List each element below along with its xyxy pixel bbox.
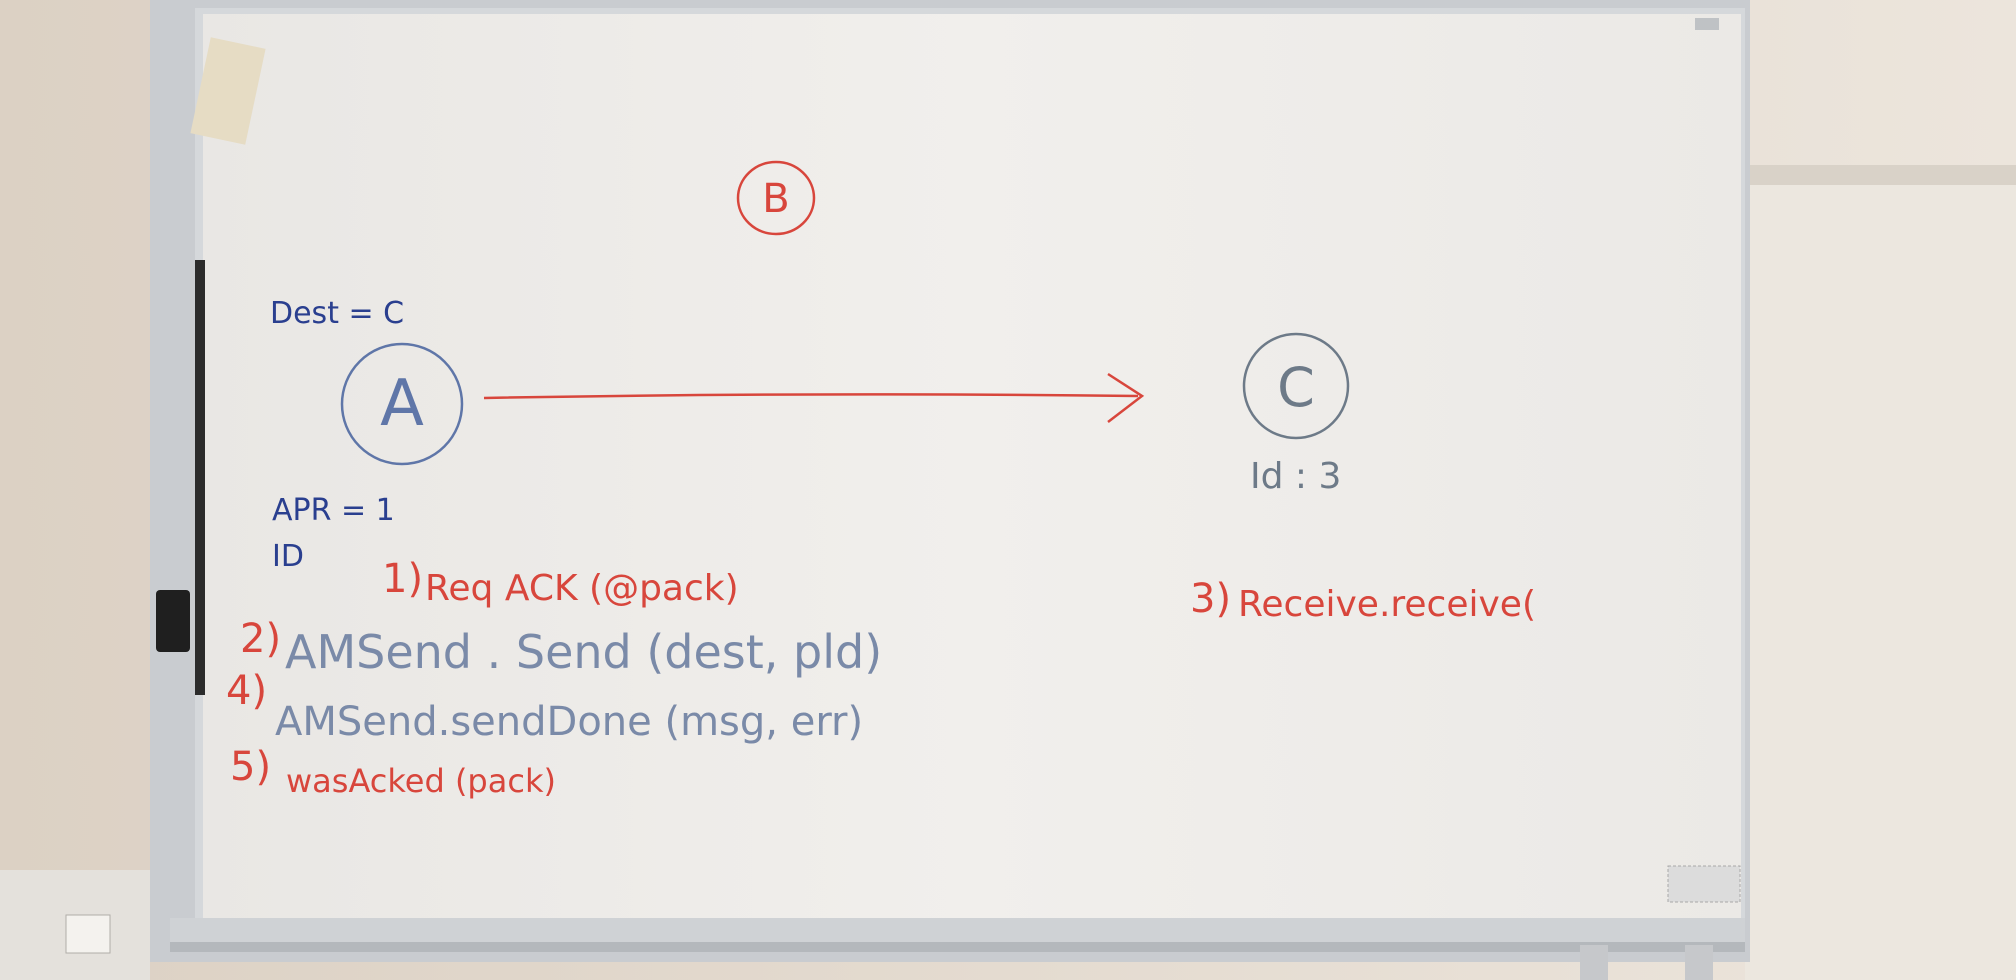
step-3-number: 3) — [1190, 576, 1231, 622]
arrow-shaft — [483, 393, 1139, 400]
arrow-a-to-c — [483, 372, 1145, 423]
id-label: ID — [272, 539, 304, 574]
step-4-text: AMSend.sendDone (msg, err) — [275, 699, 863, 745]
dest-label: Dest = C — [270, 296, 404, 331]
node-a-circle — [340, 342, 464, 466]
stand-leg — [1580, 945, 1608, 980]
step-1-text: Req ACK (@pack) — [425, 568, 739, 609]
power-socket — [65, 914, 111, 954]
node-a: A — [340, 342, 464, 466]
step-1: 1) Req ACK (@pack) — [382, 556, 739, 609]
board-surface — [203, 14, 1741, 936]
left-edge-strip — [195, 260, 205, 695]
door-frame — [1745, 165, 2016, 185]
taped-note — [190, 37, 266, 145]
arrow-head — [1107, 372, 1145, 423]
node-c-label: C — [1277, 356, 1315, 419]
board-label-sticker — [1667, 865, 1741, 903]
marker-tray — [170, 918, 1745, 946]
node-c: C — [1242, 332, 1350, 440]
step-5: 5) wasAcked (pack) — [230, 744, 556, 800]
step-4-number: 4) — [226, 668, 267, 714]
step-2: 2) AMSend . Send (dest, pld) — [240, 616, 882, 679]
step-5-text: wasAcked (pack) — [286, 762, 556, 800]
node-b-label: B — [762, 176, 789, 222]
step-5-number: 5) — [230, 744, 271, 790]
stand-leg — [1685, 945, 1713, 980]
c-id-label: Id : 3 — [1250, 456, 1341, 497]
tray-shadow — [170, 942, 1745, 952]
step-3-text: Receive.receive( — [1238, 584, 1536, 625]
step-2-number: 2) — [240, 616, 281, 662]
step-1-number: 1) — [382, 556, 423, 602]
door — [1745, 185, 2016, 980]
wall-device — [156, 590, 190, 652]
corner-clip — [1695, 18, 1719, 30]
node-c-circle — [1242, 332, 1350, 440]
node-b-circle — [736, 160, 816, 236]
step-2-text: AMSend . Send (dest, pld) — [285, 625, 882, 679]
node-a-label: A — [380, 367, 424, 441]
step-3: 3) Receive.receive( — [1190, 576, 1536, 625]
step-4: 4) AMSend.sendDone (msg, err) — [226, 668, 863, 745]
apr-label: APR = 1 — [272, 493, 395, 528]
node-b: B — [736, 160, 816, 236]
